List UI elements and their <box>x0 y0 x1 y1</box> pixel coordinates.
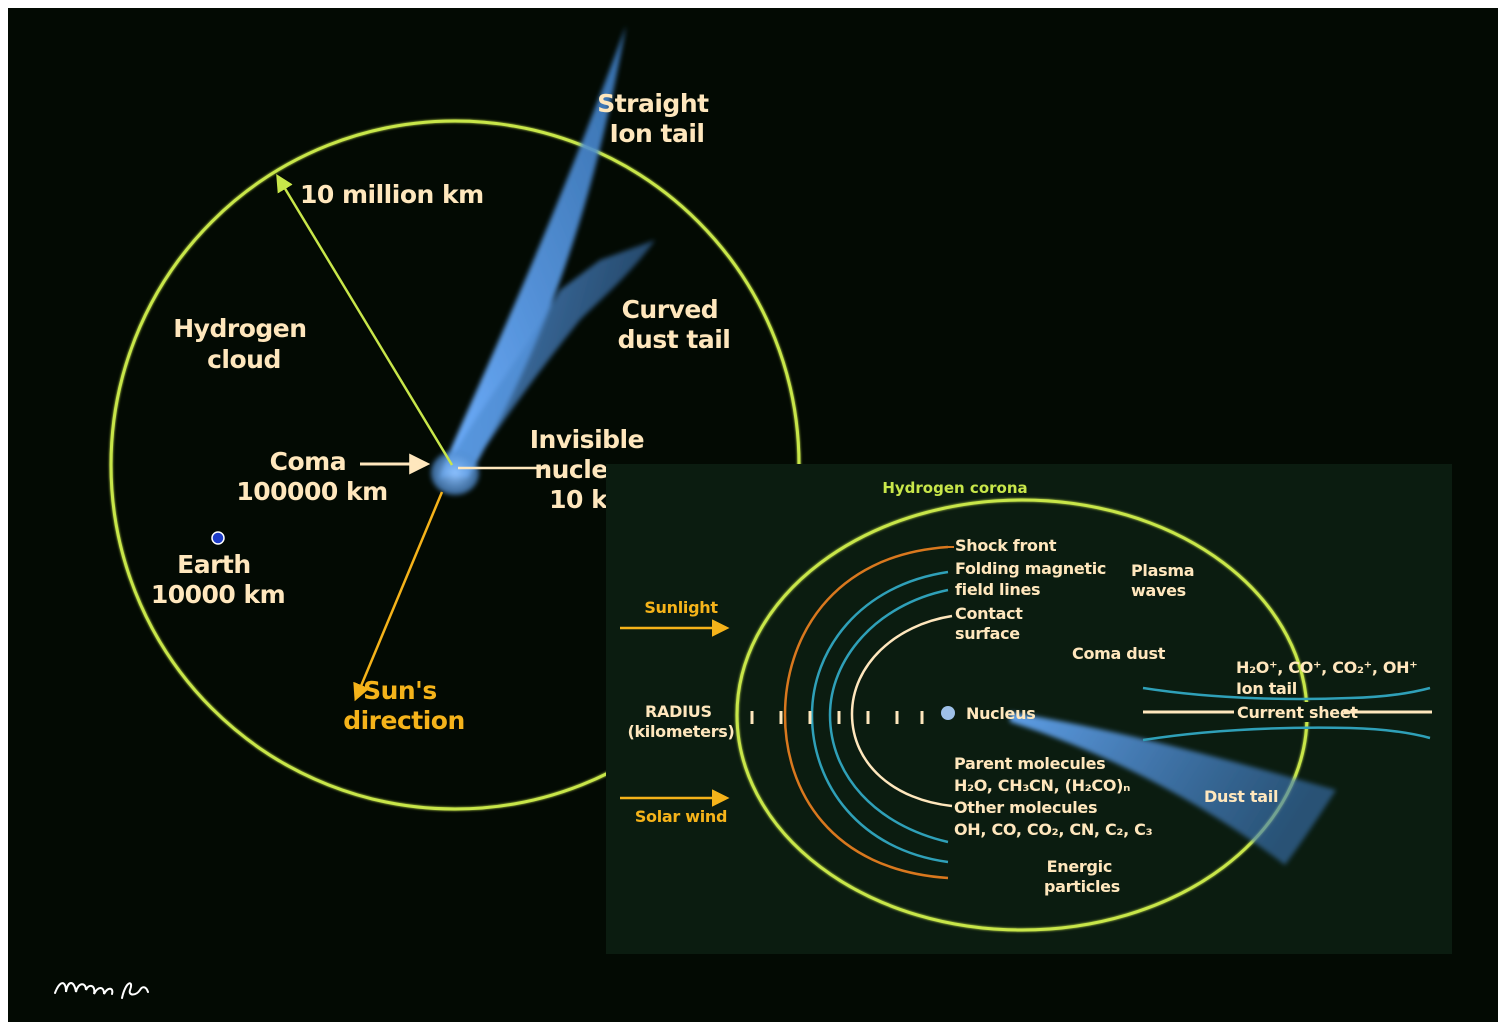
folding-field-lines-label: Folding magnetic field lines <box>955 559 1111 599</box>
inset-nucleus-dot <box>941 706 955 720</box>
shock-front-arc <box>783 545 949 880</box>
radius-arrow <box>276 174 454 466</box>
nucleus-label: Nucleus <box>966 704 1035 723</box>
current-sheet-label: Current sheet <box>1237 703 1358 722</box>
other-molecules-label: Other molecules OH, CO, CO₂, CN, C₂, C₃ <box>954 798 1153 839</box>
inset-dust-tail-shape <box>1010 712 1336 865</box>
signature <box>54 982 149 999</box>
contact-surface-label: Contact surface <box>955 604 1028 643</box>
field-line-inner <box>828 588 949 844</box>
radius-label: 10 million km <box>300 180 484 209</box>
coma-label: Coma 100000 km <box>236 447 387 506</box>
radius-label: RADIUS (kilometers) <box>627 702 734 741</box>
ion-tail-line-upper <box>1142 686 1431 701</box>
solar-wind-label: Solar wind <box>635 807 727 826</box>
ion-tail-label: Straight Ion tail <box>597 89 717 148</box>
current-sheet-label-bg <box>1234 702 1344 722</box>
inset-diagram: Hydrogen corona Shock front Folding magn… <box>606 464 1452 954</box>
hydrogen-corona-label: Hydrogen corona <box>882 479 1027 497</box>
radius-ticks <box>750 711 924 724</box>
ion-tail-line-lower <box>1142 726 1431 742</box>
sunlight-label: Sunlight <box>644 598 718 617</box>
sun-direction-label: Sun's direction <box>343 676 465 735</box>
dust-tail-shape <box>438 240 655 480</box>
coma-dust-label: Coma dust <box>1072 644 1166 663</box>
ion-tail-shape <box>440 26 626 478</box>
inset-dust-tail-label: Dust tail <box>1204 787 1278 806</box>
comet <box>431 26 655 495</box>
plasma-waves-label: Plasma waves <box>1131 561 1199 600</box>
main-diagram: Straight Ion tail 10 million km Hydrogen… <box>109 26 801 811</box>
energic-particles-label: Energic particles <box>1044 857 1120 896</box>
shock-front-label: Shock front <box>955 536 1057 555</box>
sun-direction-arrow <box>353 491 444 702</box>
parent-molecules-label: Parent molecules H₂O, CH₃CN, (H₂CO)ₙ <box>954 754 1130 795</box>
hydrogen-cloud-label: Hydrogen cloud <box>173 314 315 374</box>
earth-dot <box>211 531 225 545</box>
ion-tail-species-label: H₂O⁺, CO⁺, CO₂⁺, OH⁺ Ion tail <box>1236 658 1423 698</box>
earth-label: Earth 10000 km <box>151 550 285 609</box>
contact-surface-arc <box>850 614 953 808</box>
coma-glow <box>431 451 479 495</box>
dust-tail-label: Curved dust tail <box>618 295 731 354</box>
field-line-outer <box>810 570 949 864</box>
